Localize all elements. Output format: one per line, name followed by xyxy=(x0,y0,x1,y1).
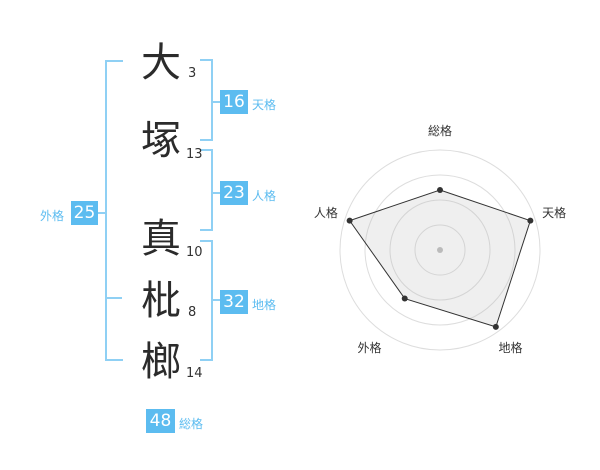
radar-axis-label-so: 総格 xyxy=(428,123,453,138)
radar-ring xyxy=(389,199,491,301)
so-kaku-value: 48 xyxy=(146,409,175,433)
radar-center-dot xyxy=(437,247,443,253)
stroke-count-1: 3 xyxy=(188,66,197,81)
name-char-3: 真 xyxy=(141,216,181,262)
radar-point xyxy=(346,217,353,224)
chi-kaku-label: 地格 xyxy=(252,298,277,312)
stroke-count-5: 14 xyxy=(186,366,203,381)
stroke-count-3: 10 xyxy=(186,245,203,260)
radar-axis-label-gai: 外格 xyxy=(357,340,382,355)
radar-point xyxy=(437,187,443,193)
name-char-5: 榔 xyxy=(141,339,181,385)
radar-series-polygon xyxy=(348,189,531,328)
so-kaku-label: 総格 xyxy=(179,417,204,431)
outer-bracket xyxy=(105,60,123,361)
name-char-1: 大 xyxy=(141,40,181,86)
stroke-count-4: 8 xyxy=(188,305,197,320)
radar-ring xyxy=(364,174,516,326)
jin-kaku-value: 23 xyxy=(220,181,248,205)
radar-point xyxy=(401,295,408,302)
radar-point xyxy=(527,217,534,224)
radar-axis-label-chi: 地格 xyxy=(498,340,523,355)
ten-kaku-label: 天格 xyxy=(252,98,277,112)
radar-point xyxy=(492,323,499,330)
radar-axis-label-ten: 天格 xyxy=(542,206,567,221)
radar-ring xyxy=(414,224,466,276)
chi-kaku-value: 32 xyxy=(220,290,248,314)
gai-kaku-label: 外格 xyxy=(40,209,65,223)
ten-bracket xyxy=(200,59,213,141)
stroke-count-2: 13 xyxy=(186,147,203,162)
name-char-4: 枇 xyxy=(141,278,181,324)
radar-ring xyxy=(339,149,541,351)
ten-kaku-value: 16 xyxy=(220,90,248,114)
gai-kaku-value: 25 xyxy=(71,201,98,225)
jin-bracket xyxy=(200,149,213,231)
jin-kaku-label: 人格 xyxy=(252,189,277,203)
name-char-2: 塚 xyxy=(141,118,181,164)
radar-axis-label-jin: 人格 xyxy=(313,206,338,221)
